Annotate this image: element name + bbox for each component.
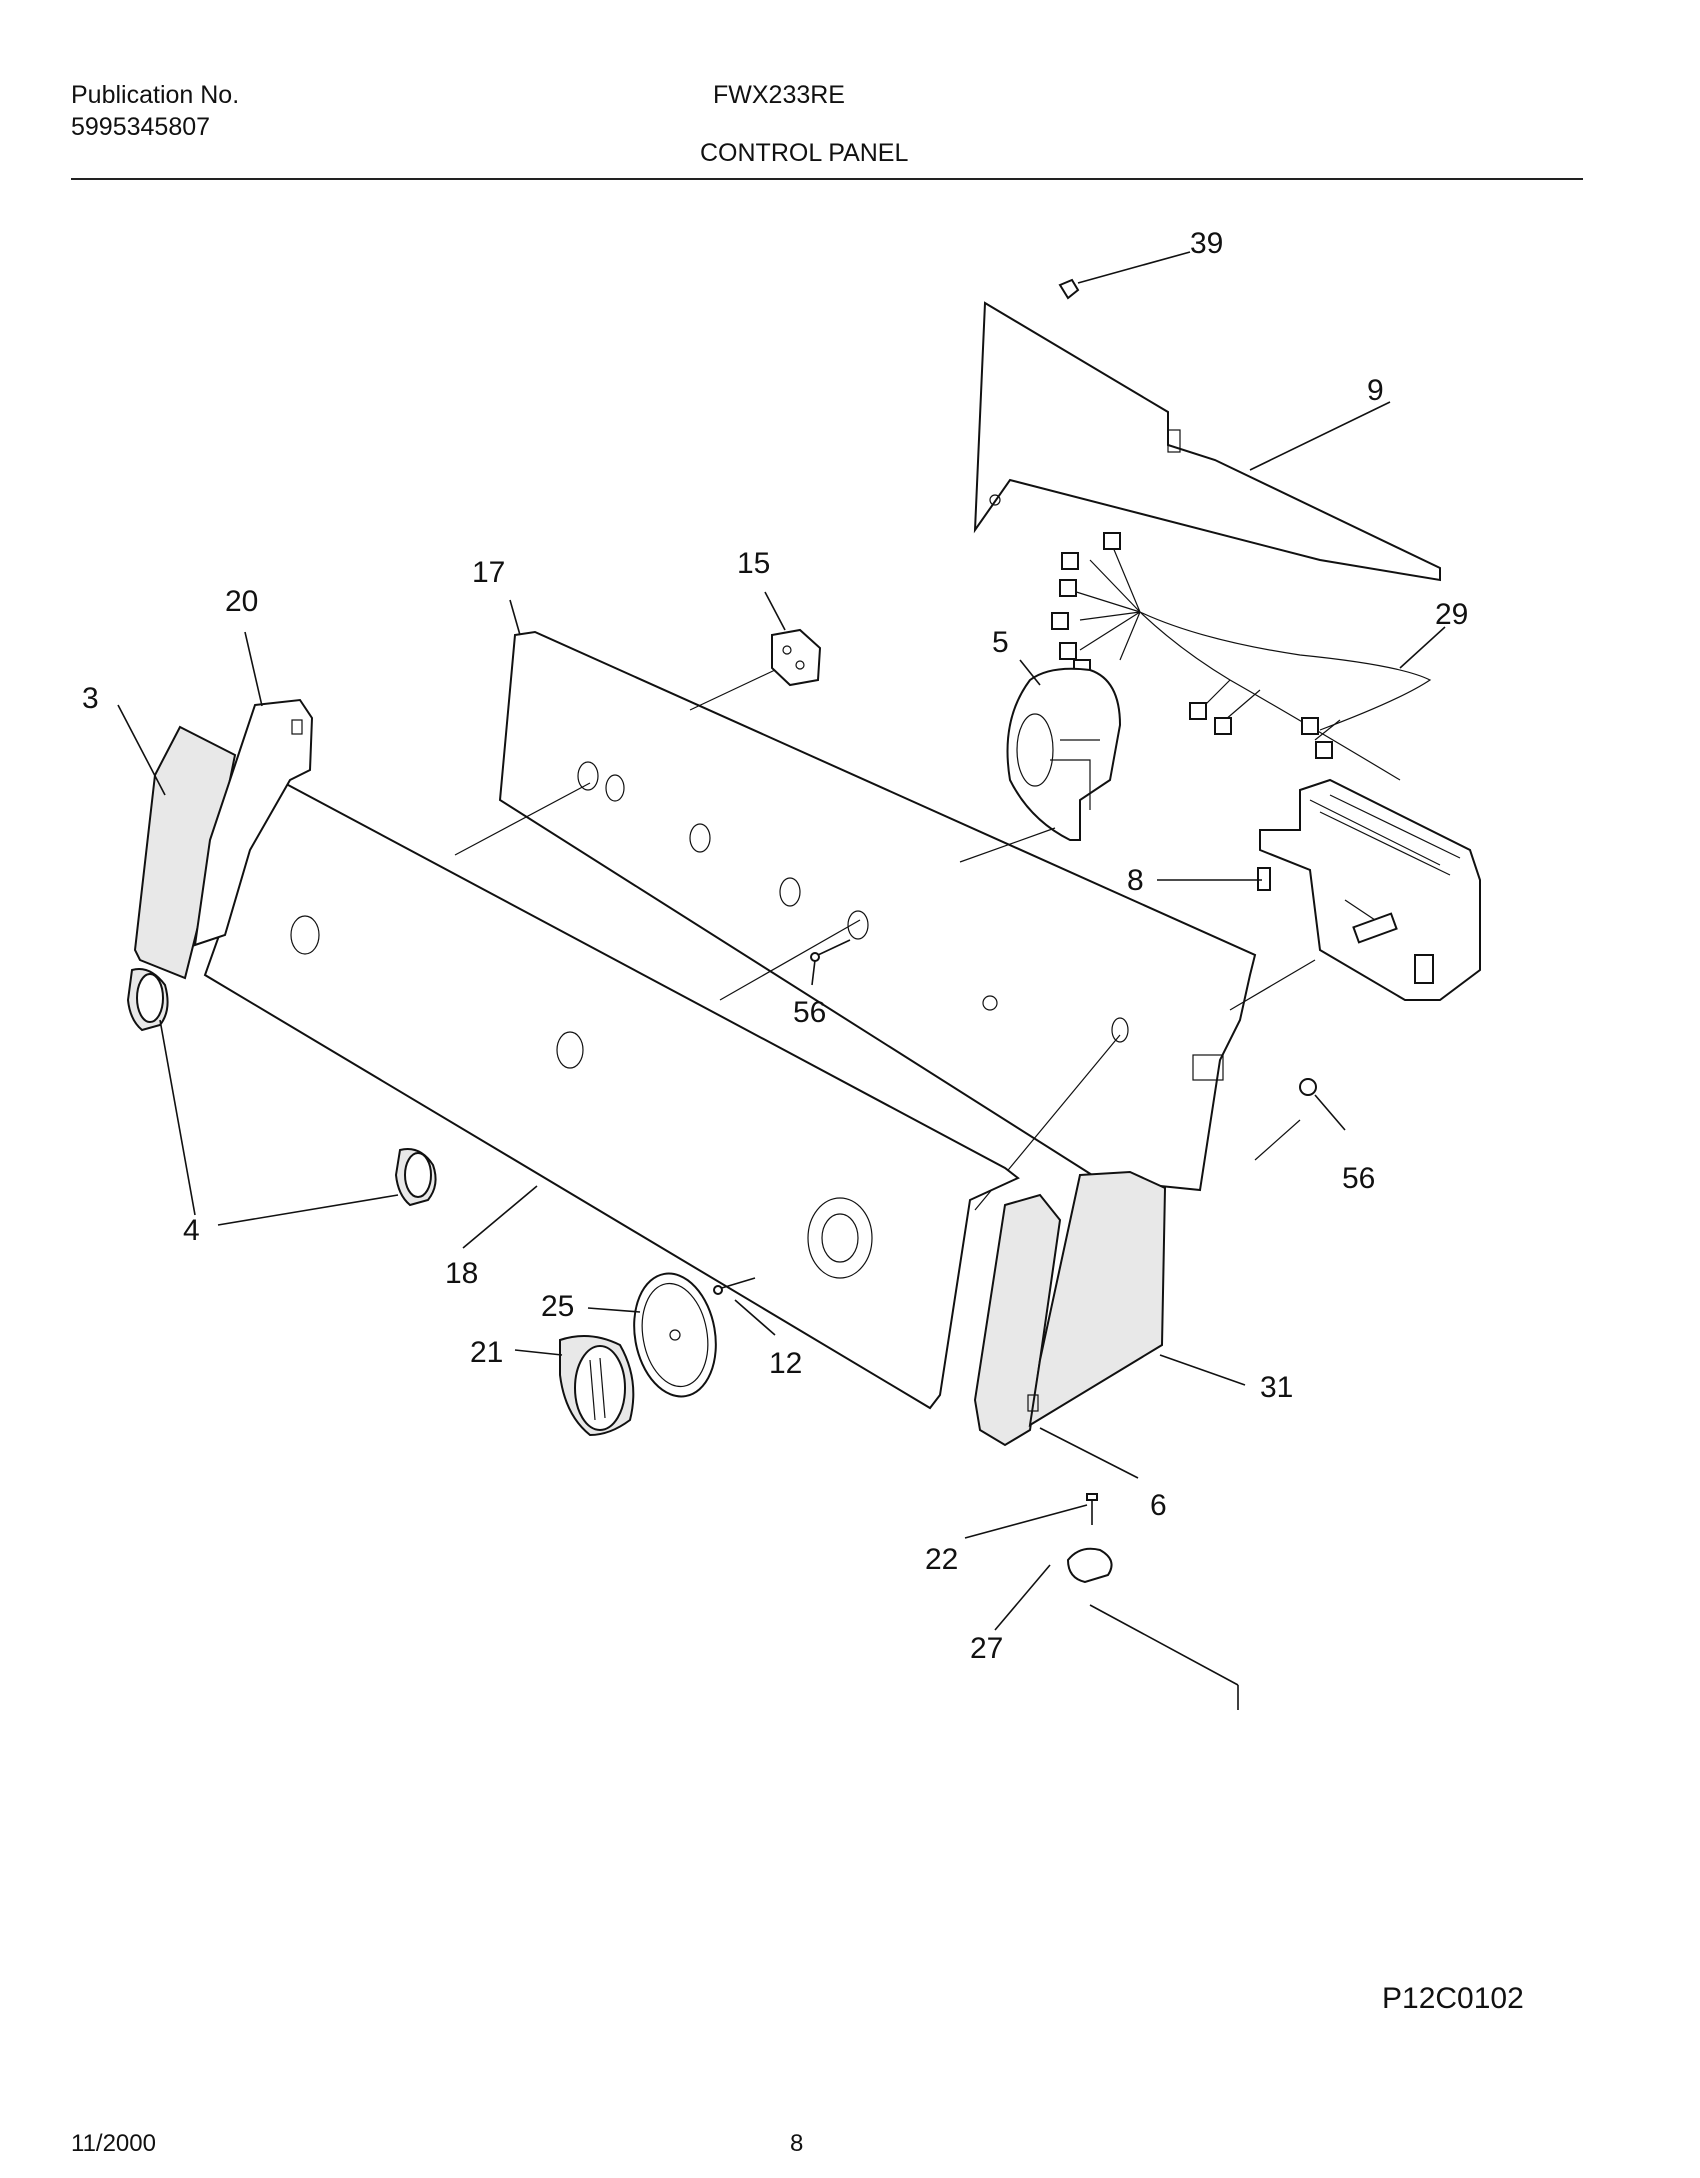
footer-date: 11/2000	[71, 2130, 156, 2157]
screw-part	[713, 1277, 756, 1295]
model-number: FWX233RE	[713, 81, 845, 109]
callout-31: 31	[1260, 1371, 1293, 1404]
callout-15: 15	[737, 547, 770, 580]
callout-12: 12	[769, 1347, 802, 1380]
knob-part	[126, 968, 437, 1207]
callout-25: 25	[541, 1290, 574, 1323]
callout-4: 4	[183, 1214, 200, 1247]
main-panel-part	[203, 776, 1020, 1410]
right-end-cap-part	[973, 1193, 1062, 1447]
callout-20: 20	[225, 585, 258, 618]
timer-part	[1257, 778, 1481, 1001]
publication-number: 5995345807	[71, 113, 211, 141]
back-panel-part	[973, 301, 1441, 582]
publication-label: Publication No.	[71, 81, 240, 109]
control-console-part	[498, 630, 1257, 1192]
callout-5: 5	[992, 626, 1009, 659]
screw-22-part	[1086, 1493, 1098, 1525]
timer-knob-part	[559, 1335, 635, 1437]
callout-17: 17	[472, 556, 505, 589]
callout-29: 29	[1435, 598, 1468, 631]
leader-lines	[117, 251, 1446, 1631]
push-button-switch-part	[771, 628, 822, 687]
screw-39-part	[1058, 278, 1080, 300]
assembly-lines	[454, 669, 1316, 1211]
callout-3: 3	[82, 682, 99, 715]
header-rule	[71, 178, 1583, 180]
footer-page-number: 8	[790, 2130, 804, 2157]
callout-6: 6	[1150, 1489, 1167, 1522]
callout-labels: 39 9 15 17 20 3 5 29 8 56 56 4 18 25 21 …	[82, 227, 1468, 1665]
left-bracket-part	[193, 698, 314, 947]
callout-9: 9	[1367, 374, 1384, 407]
callout-56-side: 56	[1342, 1162, 1375, 1195]
callout-21: 21	[470, 1336, 503, 1369]
callout-39: 39	[1190, 227, 1223, 260]
selector-switch-part	[1006, 667, 1122, 841]
dial-skirt-part	[633, 1272, 717, 1398]
callout-27: 27	[970, 1632, 1003, 1665]
callout-8: 8	[1127, 864, 1144, 897]
callout-56-console: 56	[793, 996, 826, 1029]
section-title: CONTROL PANEL	[700, 139, 909, 167]
diagram-code: P12C0102	[1382, 1982, 1524, 2015]
callout-22: 22	[925, 1543, 958, 1576]
clip-27-part	[1066, 1547, 1239, 1710]
callout-18: 18	[445, 1257, 478, 1290]
right-bracket-part	[1027, 1170, 1167, 1427]
